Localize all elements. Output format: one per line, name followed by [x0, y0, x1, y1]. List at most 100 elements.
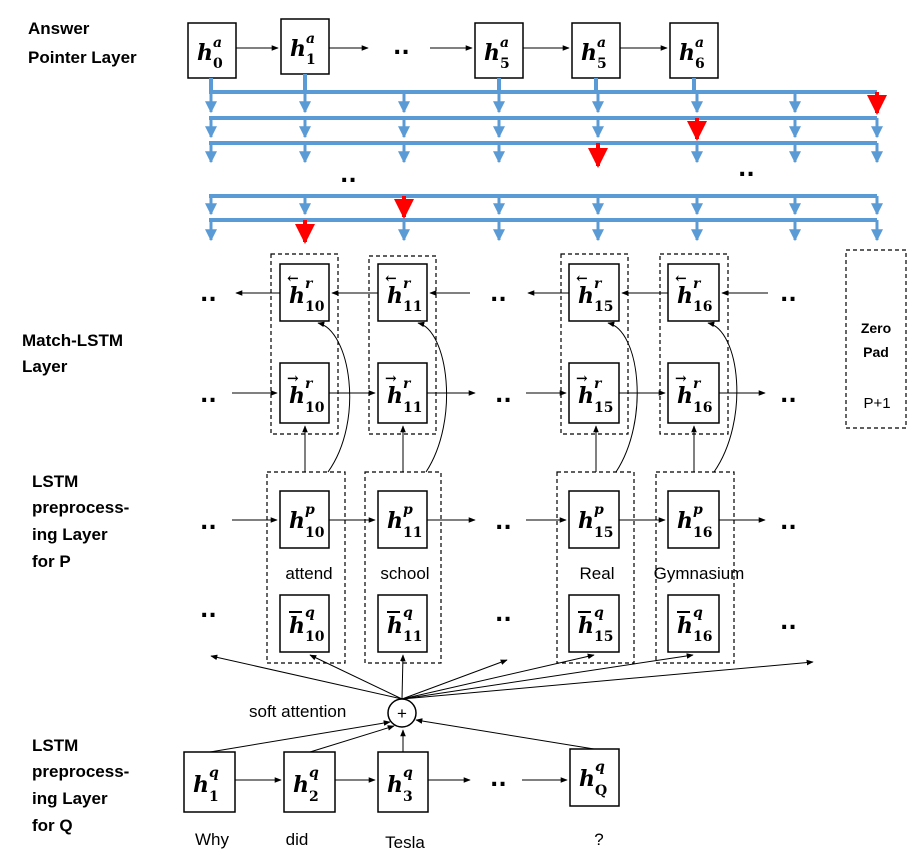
svg-text:h: h [677, 613, 693, 639]
plus-symbol: + [397, 704, 407, 723]
svg-text:11: 11 [403, 400, 422, 416]
svg-text:LSTM: LSTM [32, 472, 78, 491]
svg-text:h: h [387, 283, 403, 309]
svg-text:h: h [677, 508, 693, 534]
svg-text:1: 1 [306, 52, 316, 68]
answer-node-4: h a 6 [669, 22, 719, 79]
qbar-node-10: h q 10 [279, 594, 330, 653]
svg-text:h: h [289, 383, 305, 409]
svg-text:10: 10 [305, 525, 325, 541]
p-group-16 [655, 471, 735, 664]
svg-text:for Q: for Q [32, 816, 73, 835]
forward-node-16: h r 16 → [667, 362, 720, 424]
svg-text:10: 10 [305, 629, 325, 645]
soft-attention-node: soft attention + [249, 698, 417, 728]
backward-node-10: h r 10 ← [279, 263, 330, 322]
svg-text:a: a [500, 35, 509, 51]
svg-text:r: r [305, 376, 314, 392]
svg-text:r: r [305, 276, 314, 292]
pointer-ellipsis-right: .. [738, 157, 755, 182]
svg-text:15: 15 [594, 400, 613, 416]
svg-text:16: 16 [693, 629, 712, 645]
match-group-11 [368, 255, 437, 435]
svg-text:16: 16 [693, 299, 712, 315]
svg-text:p: p [305, 502, 315, 518]
svg-text:r: r [594, 376, 603, 392]
svg-text:h: h [387, 508, 403, 534]
svg-text:1: 1 [209, 789, 219, 805]
q-ellipsis: .. [490, 767, 507, 792]
zero-pad-title: Zero [861, 320, 891, 336]
label-lstm-preprocessing-q: LSTM preprocess- ing Layer for Q [32, 736, 129, 835]
svg-text:preprocess-: preprocess- [32, 498, 129, 517]
forward-ellipsis-left: .. [200, 383, 217, 408]
svg-text:h: h [387, 613, 403, 639]
forward-node-11: h r 11 → [377, 362, 428, 424]
svg-text:15: 15 [594, 525, 613, 541]
svg-text:5: 5 [500, 56, 510, 72]
p-node-11: h p 11 [377, 490, 428, 549]
plus-circle [387, 698, 417, 728]
svg-text:h: h [290, 36, 306, 62]
svg-text:15: 15 [594, 299, 613, 315]
svg-text:→: → [385, 371, 397, 387]
answer-node-0: h a 0 [187, 22, 237, 79]
svg-text:q: q [403, 605, 413, 621]
soft-attention-label: soft attention [249, 702, 346, 721]
answer-ellipsis: .. [393, 35, 410, 60]
answer-node-1: h a 1 [280, 18, 330, 75]
answer-node-2: h a 5 [474, 22, 524, 79]
backward-ellipsis-right: .. [780, 282, 797, 307]
svg-text:h: h [387, 772, 403, 798]
backward-lstm-row: .. h r 10 ← h r 11 ← .. h r 15 ← h r 16 [200, 263, 797, 322]
forward-node-15: h r 15 → [568, 362, 620, 424]
svg-text:a: a [597, 35, 606, 51]
svg-text:2: 2 [309, 789, 319, 805]
forward-lstm-row: .. h r 10 → h r 11 → .. h r 15 → h r 16 [200, 362, 797, 424]
pointer-distribution-lines: .. .. [205, 74, 887, 244]
backward-ellipsis-mid: .. [490, 282, 507, 307]
p-group-10 [266, 471, 346, 664]
svg-text:h: h [578, 508, 594, 534]
svg-text:h: h [197, 40, 213, 66]
backward-node-16: h r 16 ← [667, 263, 720, 322]
svg-text:11: 11 [403, 629, 422, 645]
qbar-node-15: h q 15 [568, 594, 620, 653]
svg-text:h: h [387, 383, 403, 409]
passage-word-gymnasium: Gymnasium [654, 564, 745, 583]
backward-ellipsis-left: .. [200, 282, 217, 307]
p-ellipsis-right: .. [780, 510, 797, 535]
svg-text:h: h [293, 772, 309, 798]
forward-node-10: h r 10 → [279, 362, 330, 424]
label-answer-pointer-layer: Answer Pointer Layer [28, 19, 137, 67]
question-word-did: did [286, 830, 309, 849]
q-node-2: h q 2 [283, 751, 336, 813]
svg-text:h: h [578, 613, 594, 639]
svg-text:→: → [576, 371, 588, 387]
q-node-Q: h q Q [569, 748, 620, 807]
backward-node-11: h r 11 ← [377, 263, 428, 322]
svg-text:16: 16 [693, 400, 712, 416]
backward-node-15: h r 15 ← [568, 263, 620, 322]
svg-text:r: r [403, 276, 412, 292]
svg-text:→: → [287, 371, 299, 387]
svg-text:h: h [193, 772, 209, 798]
passage-word-real: Real [580, 564, 615, 583]
zero-pad-box: Zero Pad P+1 [845, 249, 907, 429]
qbar-ellipsis-left: .. [200, 598, 217, 623]
svg-text:0: 0 [213, 56, 223, 72]
question-words: Why did Tesla ? [195, 830, 604, 852]
svg-text:h: h [677, 383, 693, 409]
svg-text:q: q [403, 765, 413, 781]
svg-text:for P: for P [32, 552, 71, 571]
svg-text:ing Layer: ing Layer [32, 525, 108, 544]
qbar-ellipsis-mid: .. [495, 602, 512, 627]
svg-text:preprocess-: preprocess- [32, 762, 129, 781]
q-node-1: h q 1 [183, 751, 236, 813]
forward-ellipsis-right: .. [780, 383, 797, 408]
svg-text:h: h [578, 383, 594, 409]
p-ellipsis-mid: .. [495, 510, 512, 535]
p-node-15: h p 15 [568, 490, 620, 549]
passage-word-attend: attend [285, 564, 332, 583]
